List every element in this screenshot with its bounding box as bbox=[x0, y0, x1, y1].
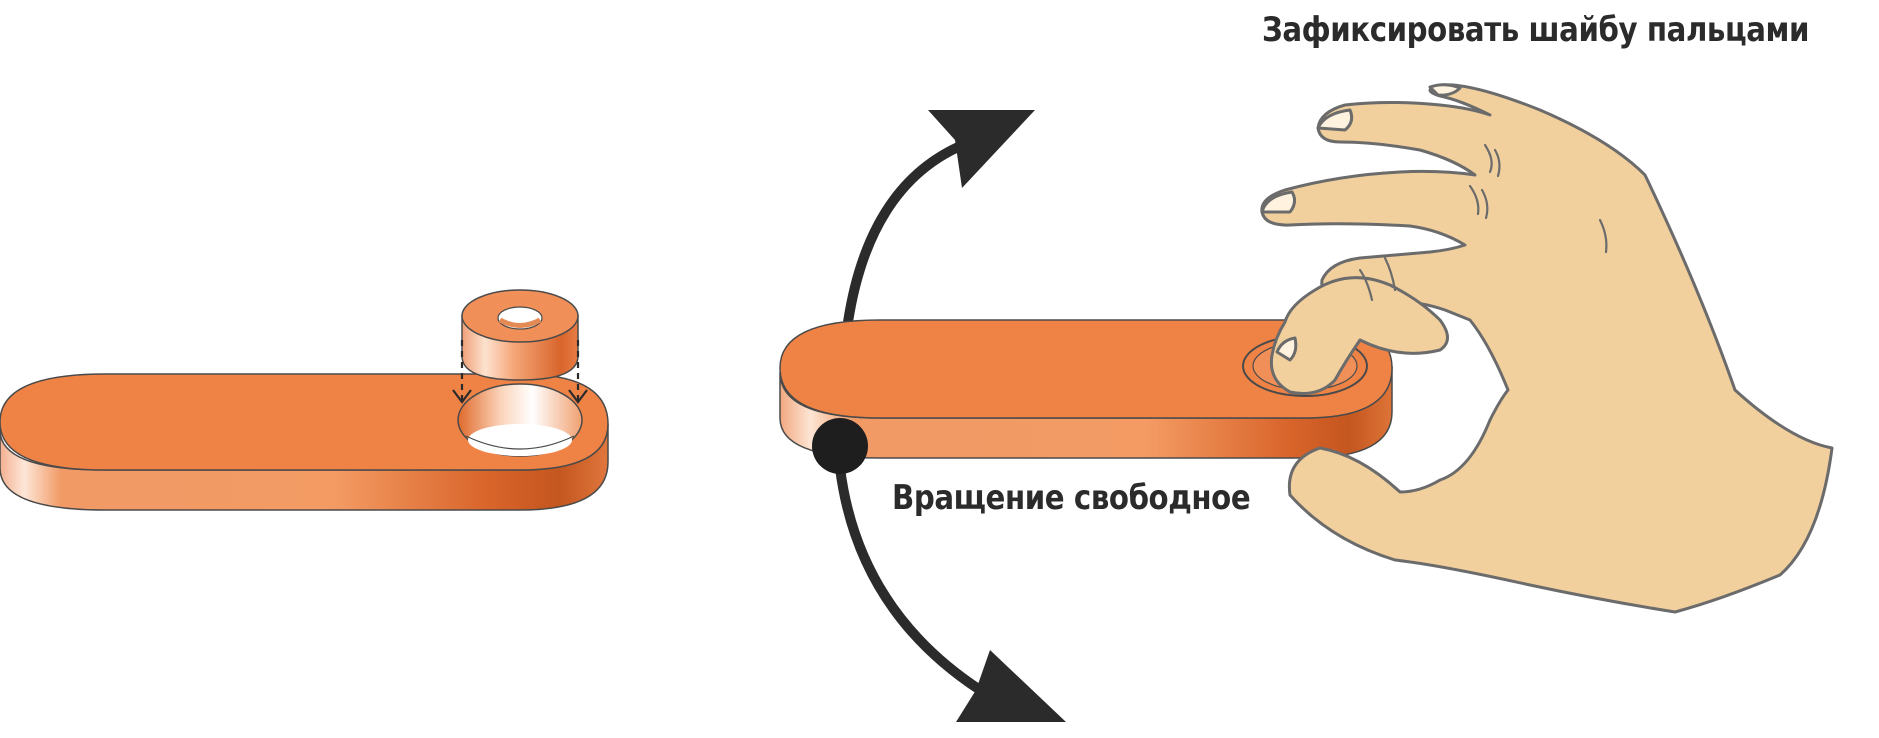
drop-arrows-icon bbox=[452, 340, 588, 404]
left-plate-top bbox=[0, 373, 609, 471]
free-rotation-label: Вращение свободное bbox=[892, 478, 1251, 518]
washer-icon bbox=[461, 289, 579, 381]
left-plate-assembly bbox=[0, 289, 609, 511]
rotation-arrow-icon bbox=[835, 110, 1066, 722]
fix-washer-label: Зафиксировать шайбу пальцами bbox=[1262, 10, 1810, 50]
hand-icon bbox=[1260, 83, 1834, 614]
pivot-point-icon bbox=[812, 418, 868, 474]
right-plate-assembly bbox=[779, 319, 1393, 474]
